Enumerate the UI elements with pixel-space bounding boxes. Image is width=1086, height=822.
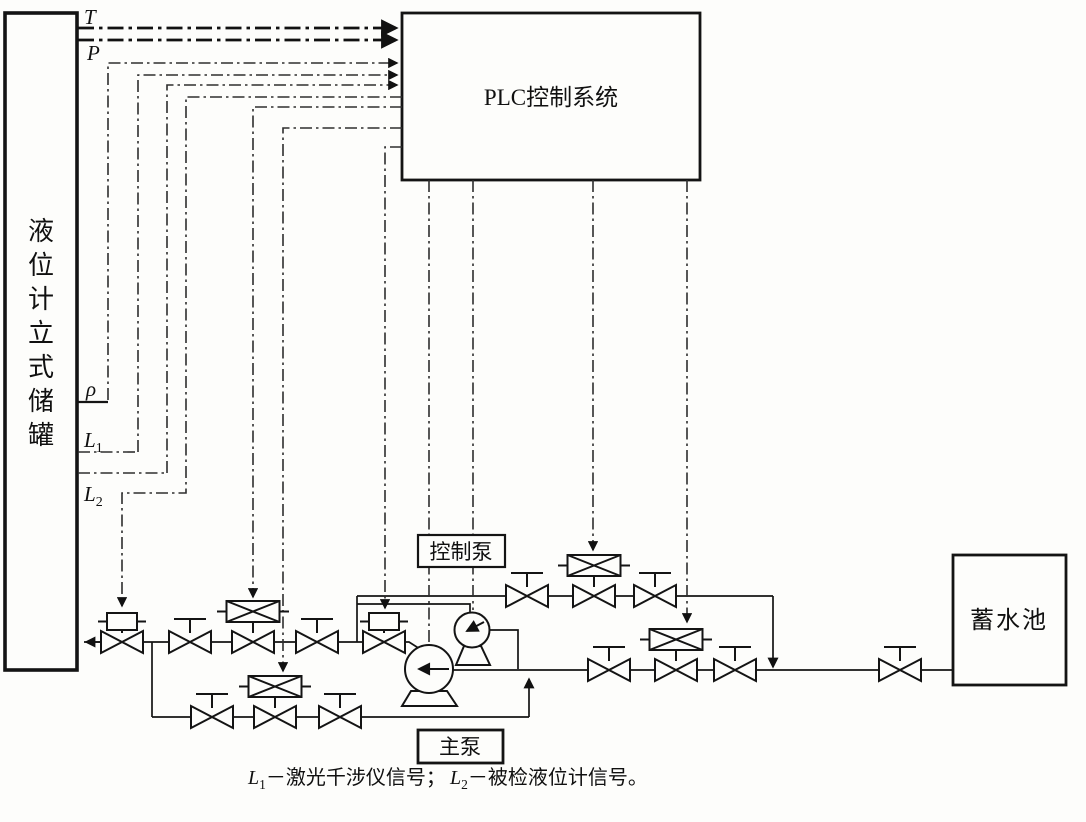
- valve-body-icon: [190, 704, 234, 730]
- valve-body-icon: [572, 583, 616, 609]
- actuator-x-icon: [567, 554, 621, 577]
- tank-label: 液位计立式储罐: [28, 217, 54, 450]
- control-pump-discharge-line: [489, 629, 519, 669]
- signal-P-label: P: [86, 41, 100, 65]
- valve-body-icon: [362, 629, 406, 655]
- valve-handle-icon: [174, 618, 206, 633]
- main-pump-label: 主泵: [439, 735, 481, 759]
- actuator-x-icon: [649, 628, 703, 651]
- valve-bypass-manual-valve-1: [190, 693, 234, 730]
- valve-body-icon: [505, 583, 549, 609]
- valve-body-icon: [318, 704, 362, 730]
- plc-output-bypass-valve: [277, 127, 402, 673]
- reservoir-label: 蓄水池: [970, 607, 1048, 634]
- valve-body-icon: [878, 657, 922, 683]
- valve-actuator-stem: [640, 638, 712, 661]
- valve-body-icon: [168, 629, 212, 655]
- plc-output-tank-inlet-valve: [116, 96, 402, 608]
- valve-branch-control-valve: [558, 554, 630, 609]
- control-pump-flow-arrow-icon: [465, 620, 485, 632]
- valve-pool-line-manual-valve-2: [713, 646, 757, 683]
- valve-tank-line-control-valve: [217, 600, 289, 655]
- valve-body-icon: [713, 657, 757, 683]
- control-pump-label-box: [416, 533, 507, 569]
- valve-body-icon: [100, 629, 144, 655]
- valve-handle-icon: [639, 572, 671, 587]
- valve-branch-manual-valve-2: [633, 572, 677, 609]
- valve-actuator-stem: [558, 564, 630, 587]
- valve-body-icon: [633, 583, 677, 609]
- plc-box: [400, 11, 702, 182]
- actuator-x-icon: [226, 600, 280, 623]
- signal-T-label: T: [84, 5, 97, 29]
- control-pump-mount: [454, 645, 492, 666]
- valve-pool-line-manual-valve-1: [587, 646, 631, 683]
- control-pump: [453, 611, 492, 666]
- valve-handle-icon: [593, 646, 625, 661]
- signal-rho-label: ρ: [85, 377, 96, 401]
- signal-L2-line: [166, 79, 399, 473]
- valve-actuator-icon: [106, 612, 138, 631]
- main-pump: [400, 644, 459, 707]
- plc-output-tank-line-valve: [247, 106, 402, 599]
- signal-L1-label: L1: [83, 428, 103, 456]
- control-pump-suction-line: [357, 603, 471, 614]
- valve-handle-icon: [511, 572, 543, 587]
- valve-pool-line-control-valve: [640, 628, 712, 683]
- valve-handle-icon: [719, 646, 751, 661]
- valve-handle-icon: [301, 618, 333, 633]
- control-pump-label: 控制泵: [430, 540, 493, 564]
- valve-pump-suction-control-valve: [360, 612, 408, 655]
- valve-pool-inlet-manual-valve: [878, 646, 922, 683]
- valve-tank-line-manual-valve-1: [168, 618, 212, 655]
- valve-tank-line-manual-valve-2: [295, 618, 339, 655]
- valve-body-icon: [654, 657, 698, 683]
- valve-handle-icon: [196, 693, 228, 708]
- valve-body-icon: [295, 629, 339, 655]
- valve-body-icon: [587, 657, 631, 683]
- valve-bypass-control-valve: [239, 675, 311, 730]
- reservoir-box: [951, 553, 1068, 687]
- plc-label: PLC控制系统: [484, 85, 618, 110]
- valve-body-icon: [231, 629, 275, 655]
- plc-output-suction-valve: [379, 146, 402, 610]
- main-pump-label-box: [416, 728, 505, 765]
- valve-actuator-icon: [368, 612, 400, 631]
- valve-handle-icon: [324, 693, 356, 708]
- valve-layer: [98, 554, 922, 730]
- valve-body-icon: [253, 704, 297, 730]
- control-pump-body: [453, 611, 491, 649]
- valve-actuator-stem: [217, 610, 289, 633]
- actuator-x-icon: [248, 675, 302, 698]
- storage-tank-box: [3, 11, 79, 672]
- valve-bypass-manual-valve-2: [318, 693, 362, 730]
- valve-tank-inlet-control-valve: [98, 612, 146, 655]
- signal-L2-label: L2: [83, 482, 103, 510]
- valve-actuator-stem: [239, 685, 311, 708]
- valve-branch-manual-valve-1: [505, 572, 549, 609]
- signal-L1-line: [137, 69, 399, 452]
- valve-handle-icon: [884, 646, 916, 661]
- figure-caption: L1－激光千涉仪信号；L2－被检液位计信号。: [247, 766, 648, 792]
